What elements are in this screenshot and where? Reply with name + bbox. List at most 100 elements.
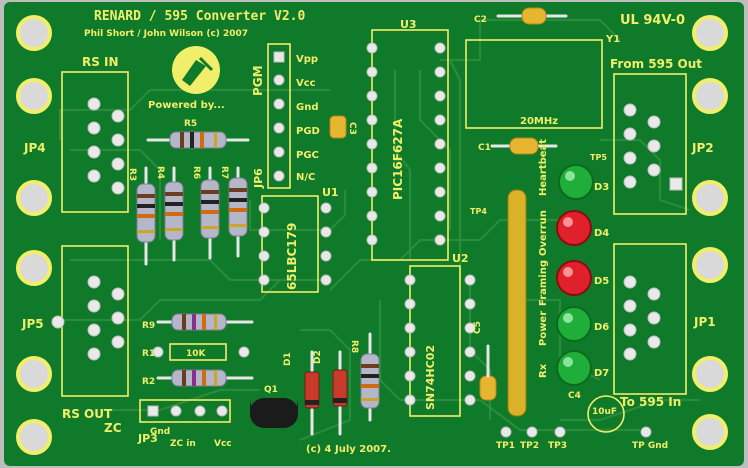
- from-595-out-label: From 595 Out: [610, 57, 702, 71]
- jp3-label: JP3: [137, 432, 158, 445]
- board-rating: UL 94V-0: [620, 13, 685, 28]
- pgm-header-outline: [267, 43, 291, 189]
- zc-pin-vcc: Vcc: [214, 439, 232, 449]
- d5-label: D5: [594, 276, 609, 287]
- led-label-heartbeat: Heartbeat: [538, 139, 549, 196]
- r1-value: 10K: [186, 349, 207, 359]
- r7-label: R7: [219, 166, 229, 179]
- resistor-r6: [200, 166, 220, 260]
- led-d7: [556, 350, 592, 386]
- u1-label: U1: [322, 186, 339, 199]
- pgm-pin-vcc: Vcc: [296, 78, 316, 89]
- resistor-r7: [228, 166, 248, 258]
- zc-pin-gnd: Gnd: [150, 427, 170, 437]
- rs-out-connector: [51, 245, 129, 397]
- c4-outline: [587, 395, 625, 433]
- c5-capacitor: [479, 375, 497, 401]
- zc-header-pins: [147, 405, 228, 417]
- rs-out-label: RS OUT: [62, 407, 113, 421]
- jp6-label: JP6: [252, 168, 265, 189]
- jp5-label: JP5: [21, 317, 44, 331]
- tp1-label: TP1: [496, 441, 515, 451]
- crystal-outline: [465, 39, 603, 129]
- board-authors: Phil Short / John Wilson (c) 2007: [84, 29, 248, 39]
- r1-outline: [169, 343, 227, 361]
- tp3-label: TP3: [548, 441, 567, 451]
- to-595-in-connector: [613, 243, 687, 395]
- u2-pins: [404, 274, 476, 406]
- u2-outline: [409, 265, 461, 417]
- rs-in-label: RS IN: [82, 55, 119, 69]
- u1-part: 65LBC179: [285, 223, 299, 290]
- r8-label: R8: [349, 340, 359, 353]
- diode-d1: [304, 350, 320, 436]
- pgm-pin-gnd: Gnd: [296, 102, 319, 113]
- d6-label: D6: [594, 322, 609, 333]
- jp1-label: JP1: [693, 315, 716, 329]
- zc-header-outline: [139, 399, 231, 423]
- resistor-r3: [136, 166, 156, 266]
- u3-pins: [366, 42, 446, 246]
- c3-capacitor: [329, 115, 347, 139]
- crystal-ref: Y1: [605, 34, 620, 45]
- led-d5: [556, 260, 592, 296]
- led-label-overrun: Overrun: [538, 210, 549, 256]
- from-595-out-connector: [613, 73, 687, 215]
- tp4-label: TP4: [470, 207, 487, 216]
- resistor-r9: [156, 313, 254, 331]
- pgm-pin-vpp: Vpp: [296, 54, 318, 65]
- jp4-label: JP4: [23, 141, 46, 155]
- mounting-holes: [16, 15, 728, 455]
- tp-gnd-label: TP Gnd: [632, 441, 668, 451]
- u1-outline: [261, 195, 319, 293]
- u2-label: U2: [452, 252, 469, 265]
- board-title: RENARD / 595 Converter V2.0: [94, 9, 305, 24]
- tp5-label: TP5: [590, 153, 607, 162]
- c3-label: C3: [347, 122, 357, 135]
- resistor-r8: [360, 332, 380, 422]
- r2-label: R2: [142, 377, 155, 387]
- c1-capacitor: [509, 137, 539, 155]
- r3-label: R3: [127, 168, 137, 181]
- copyright-text: (c) 4 July 2007.: [306, 444, 391, 455]
- powered-by-label: Powered by...: [148, 100, 225, 111]
- c2-capacitor: [521, 7, 547, 25]
- rs-in-connector: [61, 71, 129, 213]
- to-595-in-label: To 595 In: [620, 395, 681, 409]
- tp2-label: TP2: [520, 441, 539, 451]
- zc-label: ZC: [104, 421, 122, 435]
- r5-label: R5: [184, 119, 197, 129]
- c4-label: C4: [568, 391, 581, 401]
- u1-pins: [258, 202, 332, 286]
- led-d3: [558, 164, 594, 200]
- resistor-r5: [146, 131, 250, 149]
- c4-value: 10uF: [592, 407, 617, 417]
- u3-label: U3: [400, 18, 417, 31]
- crystal-freq: 20MHz: [520, 116, 558, 127]
- transistor-q1: [250, 398, 298, 428]
- u2-part: SN74HC02: [424, 345, 437, 410]
- zc-pin-zc-in: ZC in: [170, 439, 196, 449]
- r6-label: R6: [191, 166, 201, 179]
- test-point-pads: [500, 426, 652, 438]
- diode-d2: [332, 350, 348, 436]
- r1-label: R1: [142, 349, 155, 359]
- c1-label: C1: [478, 143, 491, 153]
- q1-label: Q1: [264, 385, 278, 395]
- led-label-rx: Rx: [538, 363, 549, 378]
- jp2-label: JP2: [691, 141, 714, 155]
- pgm-pin-nc: N/C: [296, 172, 315, 183]
- powered-by-logo: [172, 46, 220, 94]
- c2-label: C2: [474, 15, 487, 25]
- led-d6: [556, 306, 592, 342]
- d4-label: D4: [594, 228, 609, 239]
- led-d4: [556, 210, 592, 246]
- d3-label: D3: [594, 182, 609, 193]
- r4-label: R4: [155, 166, 165, 179]
- led-label-framing: Framing: [538, 260, 549, 306]
- c5-label: C5: [473, 321, 483, 334]
- r9-label: R9: [142, 321, 155, 331]
- resistor-network-strip: [507, 189, 527, 417]
- pgm-header-pins: [273, 51, 285, 182]
